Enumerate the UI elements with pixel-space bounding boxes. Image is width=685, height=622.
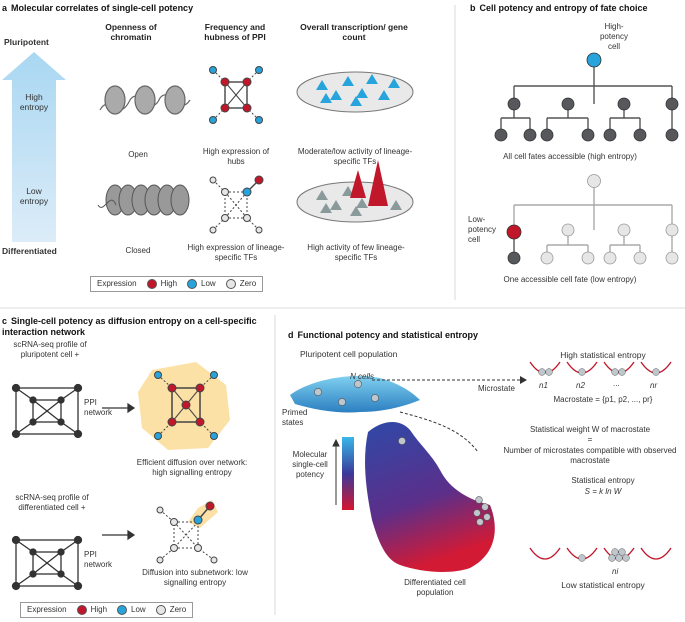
ppi-label-bottom: PPI network bbox=[84, 550, 113, 569]
zero-dot-icon bbox=[225, 279, 236, 289]
fate-tree-low-nodes bbox=[506, 174, 679, 265]
ellipsis-label: ... bbox=[613, 379, 620, 388]
high-dot-icon bbox=[146, 279, 157, 289]
low-dot-icon bbox=[187, 279, 198, 289]
diffusion-low-icon bbox=[156, 500, 218, 564]
microstate-label: Microstate bbox=[478, 384, 515, 393]
fate-tree-high bbox=[500, 62, 673, 135]
num-microstates-label: Number of microstates compatible with ob… bbox=[503, 446, 677, 465]
entropy-formula: S = k ln W bbox=[584, 487, 622, 496]
efficient-diffusion-label: Efficient diffusion over network: high s… bbox=[136, 458, 248, 477]
stat-entropy-label: Statistical entropy bbox=[571, 476, 635, 485]
col-chromatin-header: Openness of chromatin bbox=[105, 22, 157, 42]
high-entropy-label: High entropy bbox=[19, 92, 49, 112]
high-dot-icon bbox=[76, 605, 87, 615]
legend-zero: Zero bbox=[239, 279, 257, 288]
open-label: Open bbox=[128, 150, 148, 159]
differentiated-label: Differentiated bbox=[2, 246, 57, 256]
ppi-network-lineage-icon bbox=[209, 175, 264, 234]
fate-tree-low bbox=[513, 184, 673, 258]
macrostate-label: Macrostate = {p1, p2, ..., pr} bbox=[553, 395, 653, 404]
transcription-high-icon bbox=[296, 160, 414, 223]
potency-arrow-icon bbox=[332, 438, 340, 505]
moderate-label: Moderate/low activity of lineage-specifi… bbox=[297, 147, 413, 166]
equals-label: = bbox=[587, 435, 593, 444]
transcription-moderate-icon bbox=[296, 71, 414, 113]
ppi-label-top: PPI network bbox=[84, 398, 113, 417]
legend-top: Expression High Low Zero bbox=[90, 276, 264, 292]
legend-title: Expression bbox=[97, 279, 137, 288]
microstate-arrow-icon bbox=[372, 379, 520, 453]
arrow-right-icon bbox=[102, 402, 136, 541]
low-entropy-label: Low entropy bbox=[19, 186, 49, 206]
profile-differentiated-label: scRNA-seq profile of differentiated cell… bbox=[15, 493, 89, 512]
diffusion-high-icon bbox=[138, 362, 230, 450]
col-ppi-header: Frequency and hubness of PPI bbox=[204, 22, 266, 42]
low-dot-icon bbox=[117, 605, 128, 615]
landscape-plate bbox=[290, 375, 420, 413]
ni-label: ni bbox=[612, 567, 619, 576]
hubs-label: High expression of hubs bbox=[202, 147, 270, 166]
one-fate-label: One accessible cell fate (low entropy) bbox=[503, 275, 637, 284]
legend-zero: Zero bbox=[169, 605, 187, 614]
n2-label: n2 bbox=[576, 381, 585, 390]
lineage-ppi-label: High expression of lineage-specific TFs bbox=[187, 243, 285, 262]
differentiated-population-label: Differentiated cell population bbox=[404, 578, 466, 597]
pluripotent-label: Pluripotent bbox=[4, 37, 49, 47]
legend-high: High bbox=[90, 605, 108, 614]
entropy-arrow bbox=[2, 52, 66, 242]
low-stat-entropy-label: Low statistical entropy bbox=[561, 580, 645, 590]
legend-low: Low bbox=[201, 279, 216, 288]
ppi-network-pluripotent bbox=[11, 383, 83, 439]
n1-label: n1 bbox=[539, 381, 548, 390]
population-label: Pluripotent cell population bbox=[300, 349, 398, 359]
ppi-network-differentiated bbox=[11, 535, 83, 591]
weight-label: Statistical weight W of macrostate bbox=[529, 425, 651, 434]
col-transcription-header: Overall transcription/ gene count bbox=[300, 22, 408, 42]
chromatin-open-icon bbox=[99, 85, 191, 115]
ppi-network-hubs-icon bbox=[209, 66, 263, 124]
fate-tree-high-nodes bbox=[494, 52, 679, 142]
legend-title: Expression bbox=[27, 605, 67, 614]
low-diffusion-label: Diffusion into subnetwork: low signallin… bbox=[142, 568, 248, 587]
nr-label: nr bbox=[650, 381, 658, 390]
closed-label: Closed bbox=[125, 246, 151, 255]
high-potency-label: High-potency cell bbox=[599, 22, 629, 51]
zero-dot-icon bbox=[155, 605, 166, 615]
microstate-arrowhead-icon bbox=[520, 376, 527, 384]
high-stat-entropy-label: High statistical entropy bbox=[560, 350, 646, 360]
molecular-potency-label: Molecular single-cell potency bbox=[292, 450, 328, 479]
primed-states-label: Primed states bbox=[282, 408, 308, 427]
legend-bottom: Expression High Low Zero bbox=[20, 602, 194, 618]
n-cells-label: N cells bbox=[350, 372, 375, 381]
low-entropy-wells bbox=[529, 547, 672, 560]
landscape-valley bbox=[365, 421, 495, 572]
legend-low: Low bbox=[131, 605, 146, 614]
chromatin-closed-icon bbox=[97, 184, 190, 216]
low-entropy-balls bbox=[578, 548, 630, 562]
high-entropy-balls bbox=[538, 368, 660, 376]
low-potency-label: Low-potency cell bbox=[468, 215, 497, 244]
all-fates-label: All cell fates accessible (high entropy) bbox=[503, 152, 637, 161]
high-activity-label: High activity of few lineage-specific TF… bbox=[307, 243, 405, 262]
profile-pluripotent-label: scRNA-seq profile of pluripotent cell + bbox=[13, 340, 87, 359]
legend-high: High bbox=[160, 279, 178, 288]
potency-colorbar bbox=[342, 437, 354, 510]
